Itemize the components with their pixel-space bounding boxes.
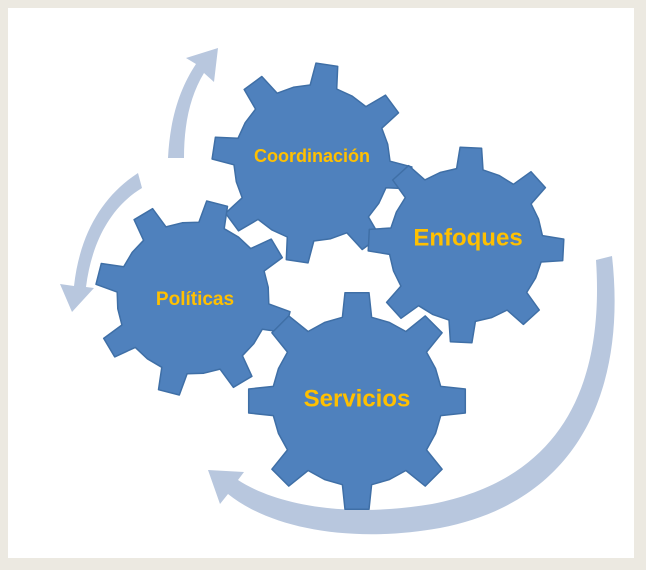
gear-label-servicios: Servicios xyxy=(304,385,411,412)
gear-label-enfoques: Enfoques xyxy=(413,224,522,251)
cycle-arrow-large xyxy=(208,256,615,535)
gear-label-coordinacion: Coordinación xyxy=(254,146,370,166)
gear-servicios xyxy=(247,291,467,511)
gears xyxy=(95,62,565,511)
cycle-arrow-up xyxy=(168,48,218,158)
cycle-arrows xyxy=(60,48,615,535)
gear-politicas xyxy=(95,200,291,396)
gear-enfoques xyxy=(367,146,565,344)
gear-label-politicas: Políticas xyxy=(156,289,234,310)
gear-labels: Coordinación Enfoques Políticas Servicio… xyxy=(156,146,523,413)
cycle-arrow-down xyxy=(60,173,142,312)
